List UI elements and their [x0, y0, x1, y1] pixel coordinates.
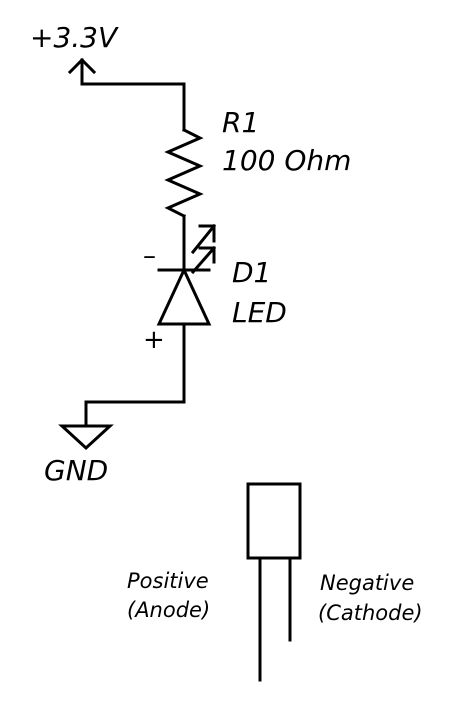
led-minus-sign: – [143, 241, 156, 271]
resistor-value: 100 Ohm [222, 144, 351, 177]
anode-label: (Anode) [127, 598, 210, 622]
ground-wire [84, 400, 186, 428]
led-body [246, 482, 302, 560]
led-designator: D1 [232, 256, 271, 289]
resistor-symbol [164, 127, 204, 219]
led-physical-illustration [246, 482, 302, 682]
resistor-designator: R1 [222, 106, 259, 139]
led-type: LED [232, 296, 287, 329]
ground-icon [58, 424, 114, 451]
led-plus-sign: + [143, 325, 165, 355]
cathode-label: (Cathode) [318, 601, 423, 625]
led-symbol [156, 266, 212, 404]
light-emission-icon [190, 223, 217, 275]
supply-wire [80, 82, 186, 132]
negative-label: Negative [320, 571, 414, 595]
supply-voltage-label: +3.3V [30, 21, 119, 54]
ground-label: GND [44, 454, 108, 487]
supply-arrow-icon [67, 57, 97, 86]
positive-label: Positive [127, 569, 209, 593]
